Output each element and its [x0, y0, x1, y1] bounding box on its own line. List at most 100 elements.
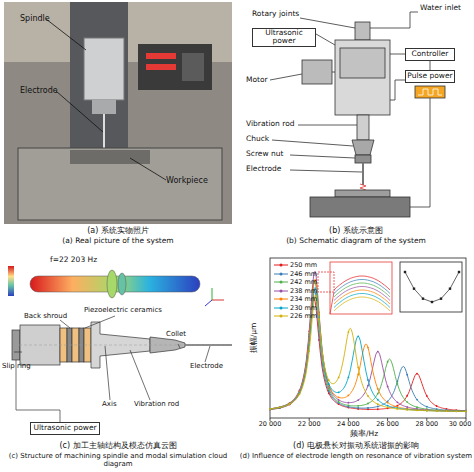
tick-label: 28 000	[412, 421, 442, 428]
legend-swatch	[274, 305, 288, 311]
legend-swatch	[274, 288, 288, 294]
amplitude-curve	[270, 288, 466, 412]
legend-row: 226 mm	[274, 313, 317, 320]
data-point	[465, 410, 467, 412]
box-text: Pulse power	[407, 72, 452, 80]
data-point	[426, 409, 428, 411]
data-point	[436, 405, 438, 407]
device-box: Ultrasonic power	[252, 28, 316, 47]
data-point	[338, 377, 340, 379]
data-point	[406, 406, 408, 408]
data-point	[367, 385, 369, 387]
data-point	[377, 388, 379, 390]
data-point	[377, 406, 379, 408]
data-point	[426, 406, 428, 408]
trend-point	[440, 297, 442, 299]
data-point	[406, 409, 408, 411]
data-point	[279, 407, 281, 409]
data-point	[416, 409, 418, 411]
tick-label: 22 000	[294, 421, 324, 428]
data-point	[367, 347, 369, 349]
axis-title: 频率/Hz	[350, 430, 378, 439]
part-label: Electrode	[190, 362, 223, 370]
panel-caption: (a) 系统实物照片	[0, 226, 236, 235]
data-point	[289, 402, 291, 404]
part-label: Screw nut	[246, 150, 283, 159]
data-point	[357, 408, 359, 410]
amplitude-curve	[270, 295, 466, 411]
data-point	[357, 405, 359, 407]
data-point	[308, 350, 310, 352]
data-point	[279, 406, 281, 408]
part-label: Axis	[102, 400, 117, 408]
data-point	[269, 408, 271, 410]
trend-curve	[405, 272, 459, 302]
data-point	[397, 408, 399, 410]
data-point	[446, 410, 448, 412]
panel-caption: (b) 系统示意图	[238, 226, 474, 235]
data-point	[279, 406, 281, 408]
chart-frame	[270, 258, 466, 421]
device-box: Pulse power	[405, 70, 455, 83]
zoom-curve	[334, 294, 390, 308]
data-point	[357, 407, 359, 409]
amplitude-curve	[270, 299, 466, 411]
part-label: Spindle	[20, 14, 50, 23]
legend-swatch	[274, 271, 288, 277]
data-point	[465, 410, 467, 412]
data-point	[426, 410, 428, 412]
data-point	[446, 410, 448, 412]
data-point	[289, 403, 291, 405]
part-label: Vibration rod	[134, 400, 179, 408]
data-point	[328, 379, 330, 381]
data-point	[279, 407, 281, 409]
data-point	[289, 403, 291, 405]
legend-row: 242 mm	[274, 279, 317, 286]
legend-text: 226 mm	[290, 313, 317, 320]
data-point	[367, 379, 369, 381]
legend-text: 246 mm	[290, 271, 317, 278]
data-point	[279, 406, 281, 408]
panel-caption: (b) Schematic diagram of the system	[238, 237, 474, 246]
data-point	[446, 410, 448, 412]
data-point	[348, 376, 350, 378]
data-point	[328, 383, 330, 385]
data-point	[406, 374, 408, 376]
data-point	[367, 403, 369, 405]
data-point	[436, 409, 438, 411]
data-point	[387, 402, 389, 404]
data-point	[348, 404, 350, 406]
box-text: Controller	[412, 50, 449, 58]
data-point	[357, 399, 359, 401]
data-point	[318, 318, 320, 320]
amplitude-curve	[270, 290, 466, 411]
tick-label: 26 000	[373, 421, 403, 428]
part-label: Back shroud	[24, 312, 67, 320]
data-point	[397, 383, 399, 385]
data-point	[269, 408, 271, 410]
data-point	[269, 408, 271, 410]
panel-caption: (c) Structure of machining spindle and m…	[0, 452, 236, 468]
part-label: Piezoelectric ceramics	[84, 306, 162, 314]
part-label: Electrode	[20, 86, 58, 95]
data-point	[299, 393, 301, 395]
data-point	[465, 410, 467, 412]
data-point	[436, 410, 438, 412]
data-point	[436, 410, 438, 412]
legend-row: 230 mm	[274, 305, 317, 312]
data-point	[406, 395, 408, 397]
data-point	[367, 395, 369, 397]
data-point	[289, 403, 291, 405]
part-label: Rotary joints	[252, 10, 299, 19]
data-point	[338, 399, 340, 401]
data-point	[357, 335, 359, 337]
data-point	[348, 331, 350, 333]
legend-row: 238 mm	[274, 288, 317, 295]
data-point	[446, 410, 448, 412]
part-label: Vibration rod	[246, 120, 295, 129]
data-point	[269, 409, 271, 411]
trend-point	[404, 271, 406, 273]
amplitude-curve	[270, 271, 466, 411]
data-point	[465, 410, 467, 412]
